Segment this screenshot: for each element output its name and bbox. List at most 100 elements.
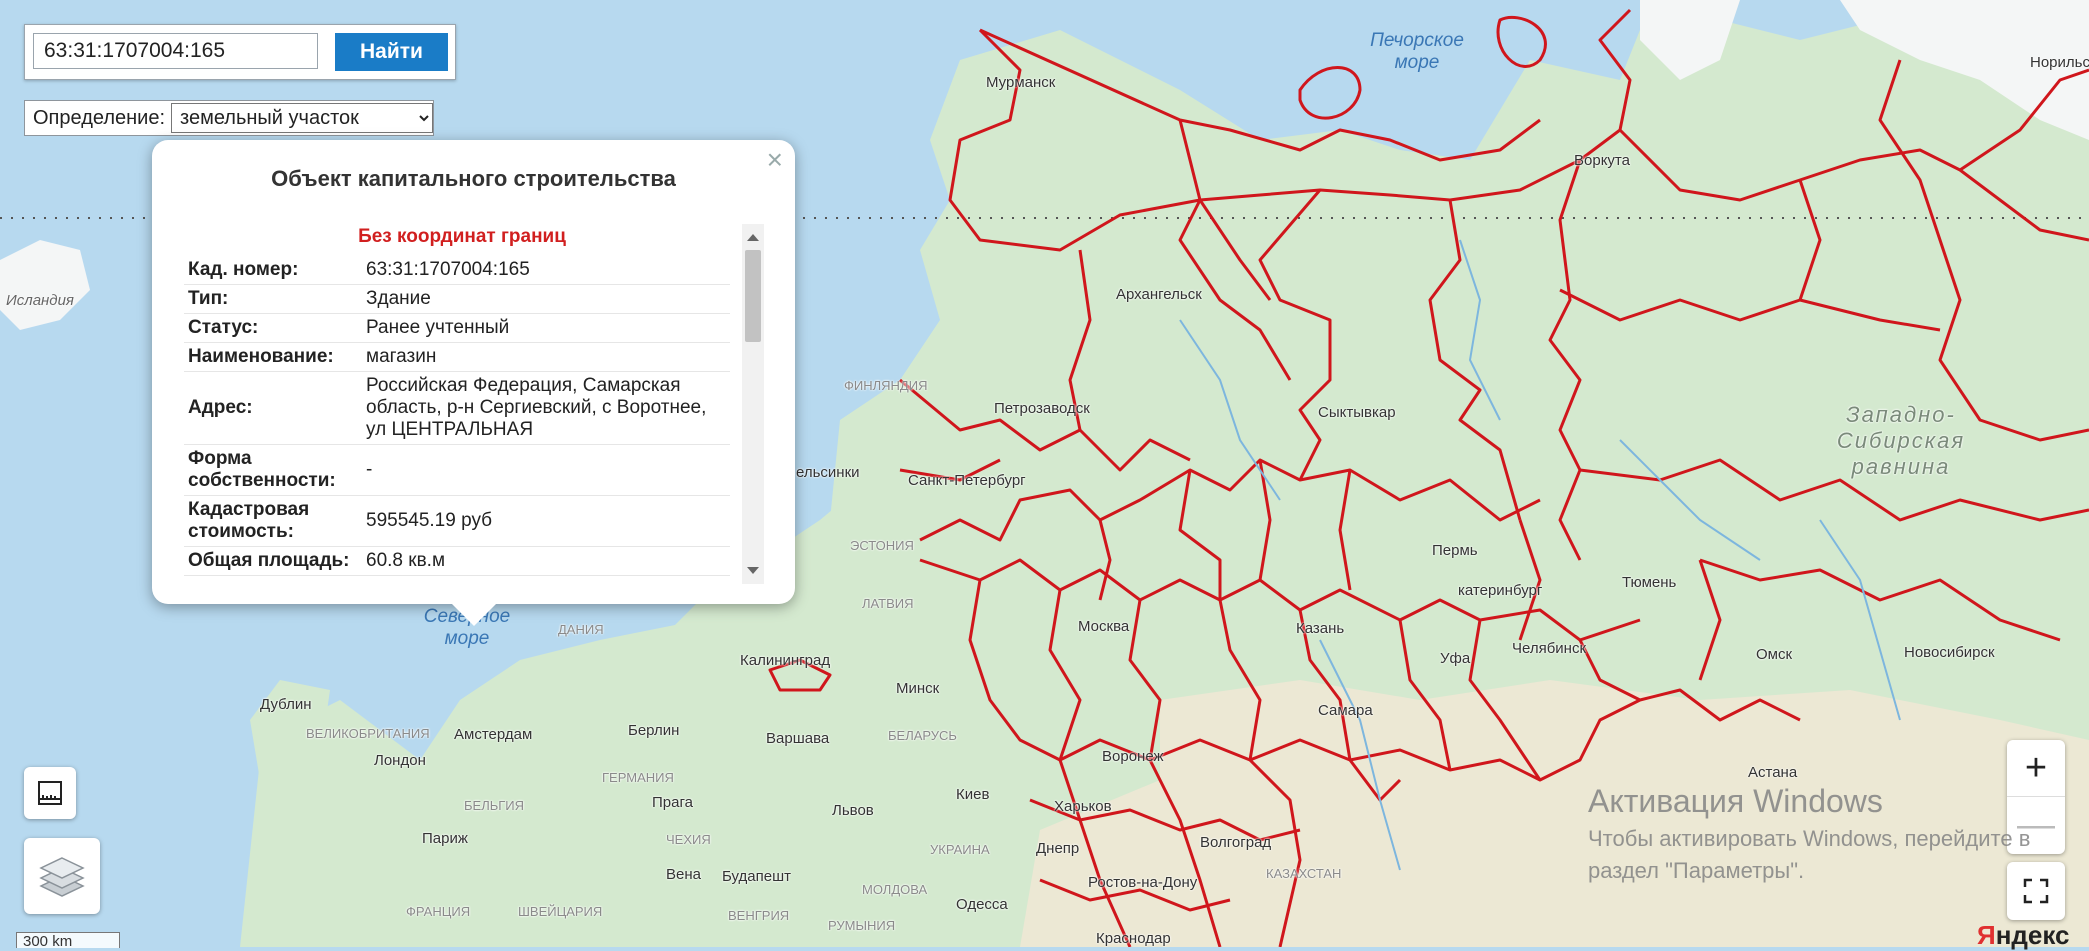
yandex-logo[interactable]: Яндекс [1977,920,2070,951]
zoom-in-button[interactable]: + [2007,740,2065,797]
city-label: Краснодар [1096,930,1171,947]
city-label: Мурманск [986,74,1056,91]
steppe-area [1020,680,2089,947]
watermark-line: раздел "Параметры". [1588,858,1805,883]
city-label: Тюмень [1622,574,1677,591]
city-label: катеринбург [1458,582,1543,599]
city-label: Челябинск [1512,640,1587,657]
definition-label: Определение: [33,106,166,129]
city-label: Одесса [956,896,1008,913]
table-row: Форма собственности:- [184,444,730,496]
definition-select[interactable]: земельный участок [171,103,434,133]
country-label: ЭСТОНИЯ [850,538,914,553]
city-label: Воркута [1574,152,1630,169]
fullscreen-button[interactable] [2007,862,2065,920]
scroll-up-arrow-icon[interactable] [747,234,759,241]
popup-tail [452,604,496,626]
city-label: Новосибирск [1904,644,1995,661]
table-row: Статус:Ранее учтенный [184,313,730,343]
no-coordinates-warning: Без координат границ [358,226,566,247]
field-key: Статус: [184,313,362,343]
field-value: Ранее учтенный [362,313,730,343]
city-label: Пермь [1432,542,1478,559]
city-label: Харьков [1054,798,1112,815]
watermark-title: Активация Windows [1588,783,1883,819]
layers-button[interactable] [24,838,100,914]
country-label: Исландия [6,292,74,309]
scroll-down-arrow-icon[interactable] [747,567,759,574]
popup-scrollbar[interactable] [742,224,764,584]
country-label: МОЛДОВА [862,882,928,897]
field-value: 63:31:1707004:165 [362,256,730,285]
country-label: ФРАНЦИЯ [406,904,471,919]
country-label: ЛАТВИЯ [862,596,914,611]
field-value: Российская Федерация, Самарская область,… [362,371,730,445]
country-label: БЕЛЬГИЯ [464,798,525,813]
field-key: Тип: [184,284,362,314]
city-label: Калининград [740,652,831,669]
ice-area [0,0,2089,330]
city-label: Париж [422,830,468,847]
city-label: Архангельск [1116,286,1202,303]
zoom-control: + — [2007,740,2065,854]
city-label: Львов [832,802,874,819]
city-label: Киев [956,786,990,803]
city-label: Лондон [374,752,426,769]
country-label: ФИНЛЯНДИЯ [844,378,928,393]
city-label: Волгоград [1200,834,1272,851]
country-label: РУМЫНИЯ [828,918,896,933]
rivers [1179,239,1901,871]
country-label: БЕЛАРУСЬ [888,728,957,743]
search-button[interactable]: Найти [335,33,448,71]
city-label: Минск [896,680,940,697]
city-label: Казань [1296,620,1345,637]
field-value: Здание [362,284,730,314]
city-label: Уфа [1440,650,1471,667]
table-row: Общая площадь:60.8 кв.м [184,546,730,576]
country-label: ДАНИЯ [558,622,604,637]
table-row: Кадастровая стоимость:595545.19 руб [184,495,730,547]
region-borders [768,8,2089,947]
city-label: Будапешт [722,868,791,885]
country-label: ЧЕХИЯ [666,832,711,847]
city-label: Москва [1078,618,1130,635]
field-value: - [362,444,730,496]
watermark-line: Чтобы активировать Windows, перейдите в [1588,826,2031,851]
table-row: Наименование:магазин [184,342,730,372]
country-label: КАЗАХСТАН [1266,866,1342,881]
ruler-button[interactable] [24,767,76,819]
table-row: Тип:Здание [184,284,730,314]
cadastral-search-input[interactable] [33,33,318,69]
sea-label: Печорское море [1370,30,1464,73]
popup-title: Объект капитального строительства [271,166,676,191]
city-label: Норильс [2030,54,2089,71]
country-label: УКРАИНА [930,842,990,857]
scrollbar-thumb[interactable] [745,250,761,342]
search-panel: Найти [24,24,456,80]
city-label: Сыктывкар [1318,404,1396,421]
city-label: Прага [652,794,693,811]
map-scale: 300 km [16,932,120,950]
city-label: Берлин [628,722,680,739]
field-value: 595545.19 руб [362,495,730,547]
table-row: Кад. номер:63:31:1707004:165 [184,256,730,285]
city-label: Петрозаводск [994,400,1090,417]
city-label: Варшава [766,730,830,747]
city-label: Воронеж [1102,748,1164,765]
city-label: Дублин [260,696,312,713]
city-label: Днепр [1036,840,1080,857]
city-label: Омск [1756,646,1793,663]
windows-activation-watermark: Активация Windows Чтобы активировать Win… [1588,783,2030,884]
popup-body[interactable]: Без координат границ Кад. номер:63:31:17… [184,224,764,584]
city-label: Ростов-на-Дону [1088,874,1198,891]
city-label: Санкт-Петербург [908,472,1026,489]
layers-icon [39,857,85,897]
country-label: ВЕНГРИЯ [728,908,790,923]
country-label: ГЕРМАНИЯ [602,770,674,785]
city-label: Самара [1318,702,1373,719]
close-icon[interactable]: × [766,144,783,175]
ruler-icon [38,781,62,805]
city-label: Вена [666,866,701,883]
zoom-out-button[interactable]: — [2017,803,2055,846]
